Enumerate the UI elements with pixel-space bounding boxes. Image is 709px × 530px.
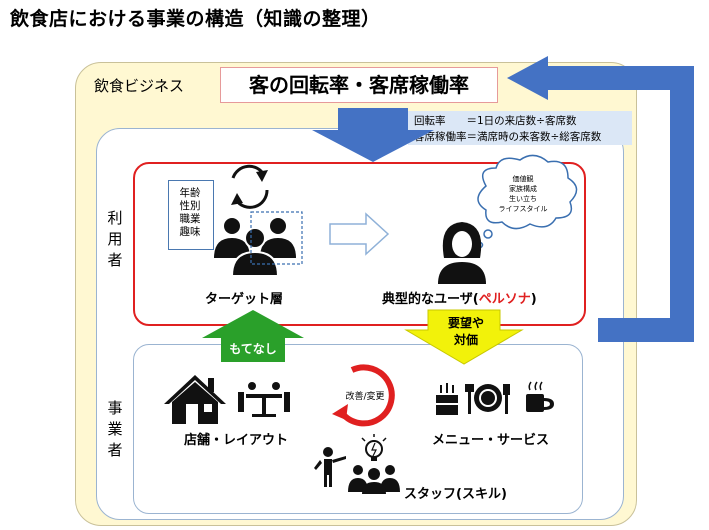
formula-occupancy: 客席稼働率＝満席時の来客数÷総客席数 (414, 131, 602, 143)
page-title: 飲食店における事業の構造（知識の整理） (10, 8, 381, 30)
idea-bulb-icon (361, 434, 387, 461)
attribute-occupation: 職業 (179, 213, 201, 225)
needs-label-line2: 対価 (453, 333, 478, 347)
staff-skill-label: スタッフ(スキル) (404, 487, 507, 502)
formula-turnover: 回転率 ＝1日の来店数÷客席数 (414, 115, 577, 127)
metric-title: 客の回転率・客席稼働率 (249, 73, 469, 97)
store-layout-label: 店舗・レイアウト (184, 433, 289, 448)
menu-service-label: メニュー・サービス (432, 433, 550, 448)
persona-label: 典型的なユーザ(ペルソナ) (382, 288, 537, 307)
metric-box (220, 67, 498, 103)
business-label: 飲食ビジネス (94, 77, 185, 95)
improvement-label: 改善/変更 (345, 392, 385, 402)
thought-lifestyle: ライフスタイル (498, 205, 548, 213)
needs-label-line1: 要望や (447, 316, 484, 330)
table-chairs-icon (238, 382, 290, 417)
users-label: 利用者 (107, 209, 123, 269)
attribute-card (168, 180, 214, 250)
plate-cutlery-icon (465, 384, 510, 414)
hollow-right-arrow (329, 212, 390, 256)
coffee-cup-icon (526, 381, 554, 412)
metric-down-arrow (312, 108, 434, 162)
persona-label-main: 典型的なユーザ( (382, 292, 479, 307)
persona-label-close: ) (530, 292, 537, 307)
thought-values: 価値観 (512, 175, 534, 183)
target-group-icon (214, 218, 296, 277)
operators-label: 事業者 (107, 399, 123, 459)
persona-icon (438, 222, 486, 284)
attribute-hobby: 趣味 (179, 226, 201, 238)
feedback-loop-arrow (507, 56, 694, 342)
attribute-gender: 性別 (179, 200, 201, 212)
thought-family: 家族構成 (509, 185, 537, 193)
attribute-age: 年齢 (179, 187, 201, 199)
needs-label: 要望や対価 (436, 315, 496, 349)
formula-box (408, 111, 632, 145)
thought-upbringing: 生い立ち (509, 195, 537, 203)
target-segment-label: ターゲット層 (205, 292, 284, 307)
hospitality-label: もてなし (229, 342, 277, 356)
needs-down-arrow (404, 309, 524, 365)
hospitality-up-arrow (202, 310, 304, 362)
thought-cloud-icon (476, 154, 578, 249)
persona-label-highlight: ペルソナ (478, 292, 531, 307)
cake-icon (436, 383, 458, 415)
staff-team-icon (348, 465, 400, 494)
improvement-cycle-icon (332, 364, 395, 427)
target-selection-frame (250, 211, 303, 265)
store-house-icon (164, 375, 226, 424)
staff-presenter-icon (314, 447, 346, 487)
